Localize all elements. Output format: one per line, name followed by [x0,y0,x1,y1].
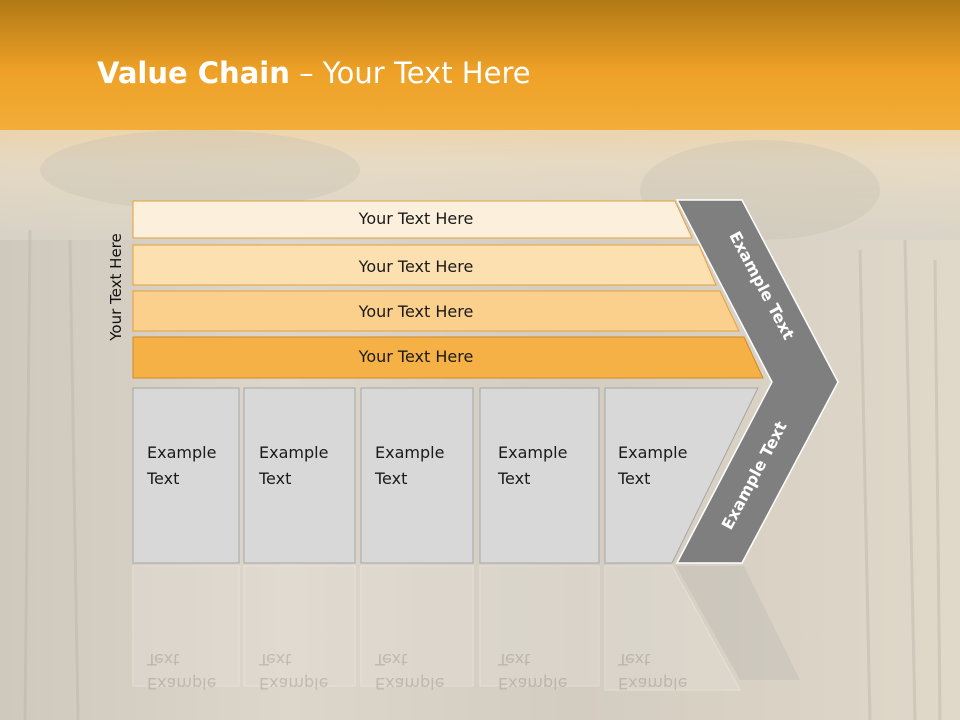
bar-3: Your Text Here [132,290,740,332]
bar-4: Your Text Here [132,336,764,379]
reflection-text-2b: Text [258,650,291,669]
box-1-line1: Example [147,443,216,462]
bar-2-label: Your Text Here [358,257,474,276]
reflection-text-4b: Text [497,650,530,669]
box-1: Example Text [132,387,240,564]
reflection-text-3a: Example [375,674,444,693]
bar-3-label: Your Text Here [358,302,474,321]
reflection: Example Text Example Text Example Text E… [132,565,800,693]
title-bold: Value Chain [97,56,290,90]
reflection-text-1a: Example [147,674,216,693]
box-3-line2: Text [374,469,407,488]
box-3-line1: Example [375,443,444,462]
box-4-line2: Text [497,469,530,488]
title-rest: – Your Text Here [289,56,531,90]
bar-1: Your Text Here [132,200,693,239]
reflection-text-2a: Example [259,674,328,693]
box-4: Example Text [479,387,600,564]
box-3: Example Text [360,387,474,564]
box-5-line2: Text [617,469,650,488]
bar-4-label: Your Text Here [358,347,474,366]
box-2-line1: Example [259,443,328,462]
bar-2: Your Text Here [132,244,717,286]
box-1-line2: Text [146,469,179,488]
bar-1-label: Your Text Here [358,209,474,228]
reflection-text-1b: Text [146,650,179,669]
reflection-text-4a: Example [498,674,567,693]
box-2: Example Text [243,387,356,564]
reflection-text-5b: Text [617,650,650,669]
box-5-line1: Example [618,443,687,462]
reflection-text-5a: Example [618,674,687,693]
box-4-line1: Example [498,443,567,462]
box-5: Example Text [604,387,759,564]
reflection-text-3b: Text [374,650,407,669]
slide-title: Value Chain – Your Text Here [97,56,531,90]
box-2-line2: Text [258,469,291,488]
